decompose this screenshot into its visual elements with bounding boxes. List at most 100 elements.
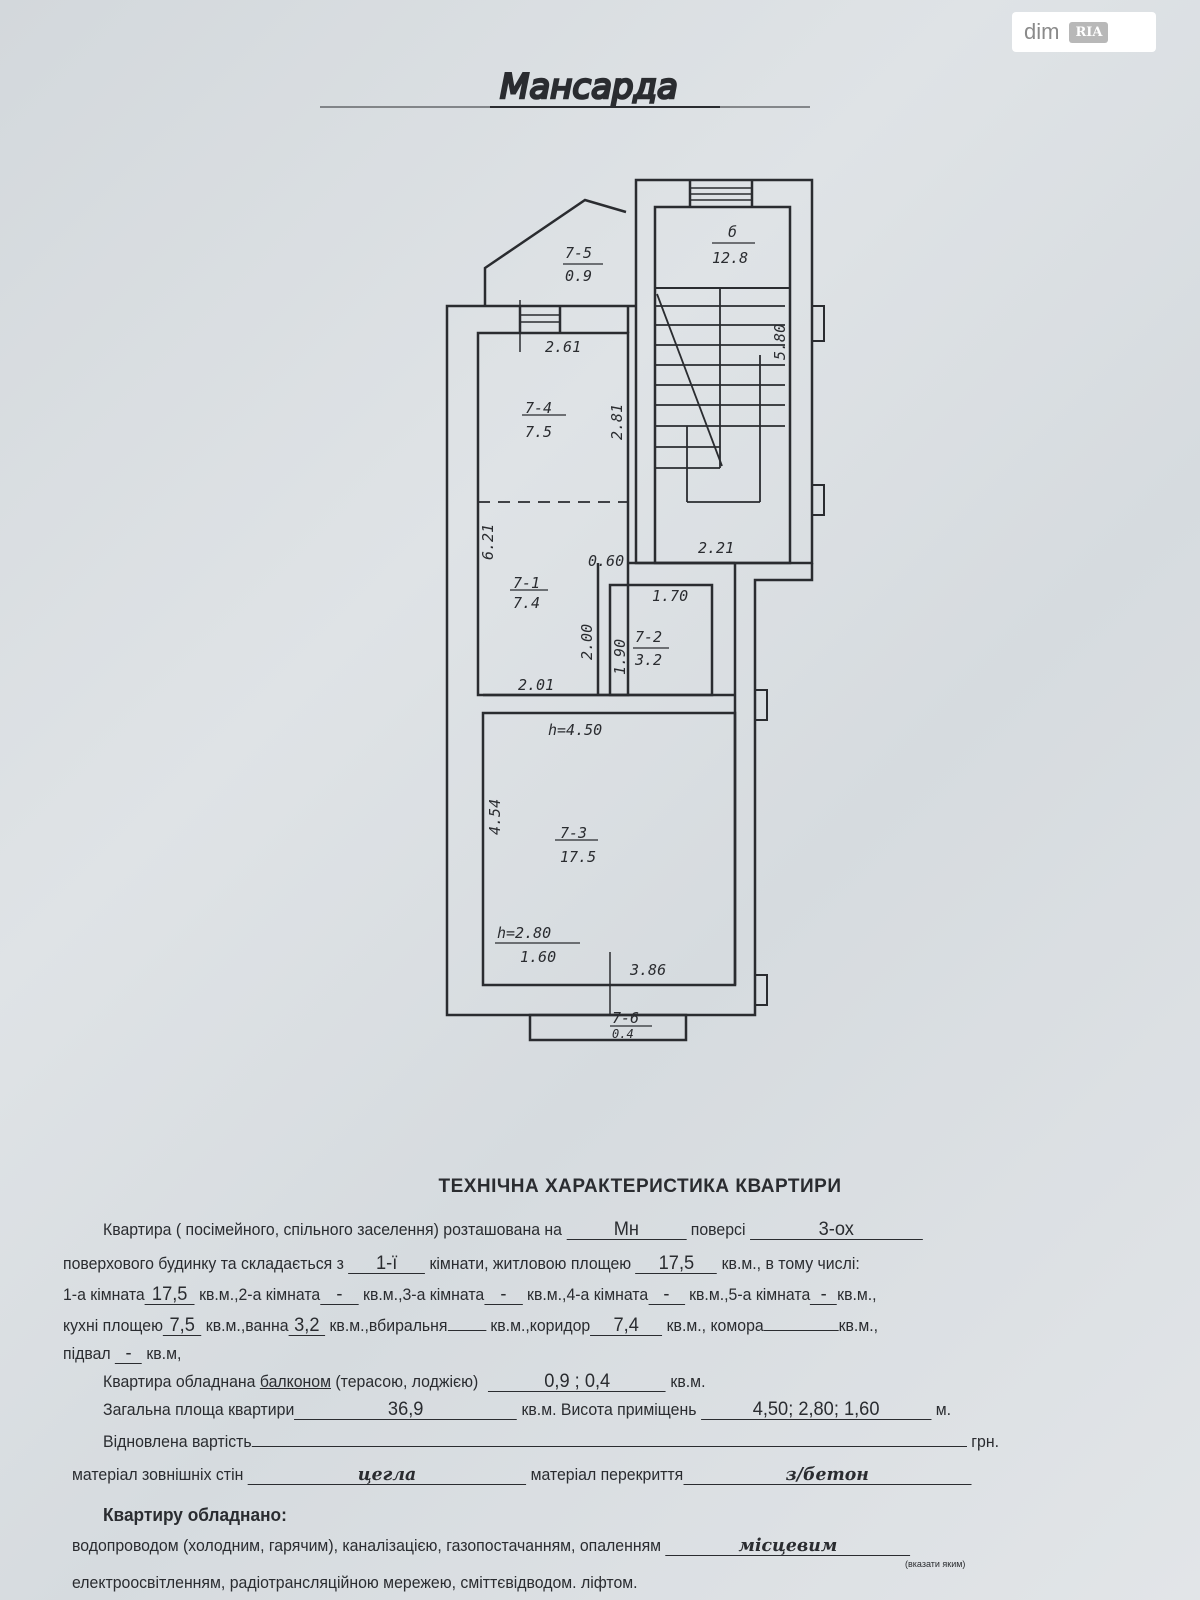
room3-field: - <box>484 1285 523 1305</box>
line-basement: підвал - кв.м, <box>63 1344 181 1364</box>
label: кв.м.,5-а кімната <box>689 1286 811 1304</box>
room-7-5-area: 0.9 <box>565 267 592 285</box>
storage-field <box>763 1330 839 1331</box>
dim-2-81: 2.81 <box>608 404 626 440</box>
dim-0-60: 0.60 <box>588 552 624 570</box>
label: матеріал зовнішніх стін <box>72 1466 244 1484</box>
label: кухні площею <box>63 1317 163 1335</box>
heating-hint: (вказати яким) <box>905 1559 966 1569</box>
room-7-4-area: 7.5 <box>525 423 552 441</box>
room-7-3-area: 17.5 <box>560 848 596 866</box>
label: 1-а кімната <box>63 1286 145 1304</box>
room5-field: - <box>810 1285 838 1305</box>
dim-3-86: 3.86 <box>629 961 666 979</box>
dim-1-90: 1.90 <box>611 639 629 675</box>
line-utilities: водопроводом (холодним, гарячим), каналі… <box>72 1536 911 1556</box>
label: матеріал перекриття <box>530 1466 684 1484</box>
height-4-50: h=4.50 <box>548 721 602 739</box>
dim-2-00: 2.00 <box>578 624 596 660</box>
room-7-2-area: 3.2 <box>634 651 662 669</box>
heating-field: місцевим <box>665 1537 911 1556</box>
rooms-field: 1-ї <box>348 1254 426 1274</box>
watermark-ria: RIA <box>1069 21 1109 43</box>
line-balcony: Квартира обладнана балконом (терасою, ло… <box>103 1372 705 1392</box>
label: балконом <box>259 1373 331 1391</box>
ceiling-field: з/бетон <box>683 1466 972 1485</box>
room2-field: - <box>320 1285 359 1305</box>
walls-field: цегла <box>247 1466 527 1485</box>
corridor-field: 7,4 <box>590 1316 663 1336</box>
living-area-field: 17,5 <box>635 1254 718 1274</box>
label: кв.м. Висота приміщень <box>521 1401 697 1419</box>
stairwell-walls <box>634 178 814 565</box>
plan-title: Мансарда <box>500 67 678 107</box>
floor-field: Мн <box>566 1220 687 1240</box>
equipped-heading: Квартиру обладнано: <box>103 1505 287 1525</box>
line-materials: матеріал зовнішніх стін цегла матеріал п… <box>72 1465 972 1485</box>
section-heading: ТЕХНІЧНА ХАРАКТЕРИСТИКА КВАРТИРИ <box>438 1176 842 1197</box>
line-rooms: поверхового будинку та складається з 1-ї… <box>63 1254 860 1274</box>
room-7-3-id: 7-3 <box>560 824 587 842</box>
kitchen-field: 7,5 <box>162 1316 202 1336</box>
floor-plan: Мансарда <box>320 66 825 1042</box>
bath-field: 3,2 <box>288 1316 326 1336</box>
label: (терасою, лоджією) <box>335 1373 479 1391</box>
label: кв.м.,4-а кімната <box>527 1286 649 1304</box>
dim-2-21: 2.21 <box>698 539 734 557</box>
line-location: Квартира ( посімейного, спільного заселе… <box>103 1220 923 1240</box>
room-7-5-id: 7-5 <box>565 244 592 262</box>
dim-2-01: 2.01 <box>518 676 554 694</box>
label: кв.м., комора <box>666 1317 764 1335</box>
room-7-2-id: 7-2 <box>635 628 662 646</box>
wc-field <box>447 1330 486 1331</box>
label: водопроводом (холодним, гарячим), каналі… <box>72 1537 662 1555</box>
room4-field: - <box>648 1285 685 1305</box>
line-cost: Відновлена вартість грн. <box>103 1432 999 1452</box>
label: м. <box>935 1401 951 1419</box>
label: кв.м., <box>837 1286 877 1304</box>
label: кв.м.,3-а кімната <box>363 1286 485 1304</box>
basement-field: - <box>115 1344 142 1364</box>
room-6-id: б <box>728 223 737 241</box>
room-7-6-id: 7-6 <box>612 1009 639 1027</box>
stairs <box>655 288 785 503</box>
height-2-80: h=2.80 <box>497 924 551 942</box>
label: кв.м.,2-а кімната <box>199 1286 321 1304</box>
label: кв.м. <box>670 1373 706 1391</box>
label: кв.м.,ванна <box>205 1317 289 1335</box>
dim-1-70: 1.70 <box>652 587 688 605</box>
label: Квартира ( посімейного, спільного заселе… <box>103 1221 562 1239</box>
height-1-60: 1.60 <box>520 948 556 966</box>
dim-2-61: 2.61 <box>545 338 581 356</box>
dim-6-21: 6.21 <box>479 524 497 560</box>
storeys-field: 3-ох <box>749 1220 923 1240</box>
total-area-field: 36,9 <box>294 1400 518 1420</box>
label: кв.м., в тому числі: <box>721 1255 860 1273</box>
balcony-outline <box>483 198 627 306</box>
room-7-6-area: 0.4 <box>612 1027 634 1041</box>
cost-field <box>251 1432 967 1447</box>
room-7-1-area: 7.4 <box>513 594 540 612</box>
label: поверхового будинку та складається з <box>63 1255 344 1273</box>
apartment-walls <box>445 300 825 1042</box>
label: кв.м.,коридор <box>490 1317 591 1335</box>
dim-4-54: 4.54 <box>486 799 504 835</box>
room-6-area: 12.8 <box>712 249 748 267</box>
line-utilities-2: електроосвітленням, радіотрансляційною м… <box>72 1574 638 1592</box>
label: кімнати, житловою площею <box>429 1255 632 1273</box>
watermark-dim: dim <box>1024 19 1060 44</box>
room-7-1-id: 7-1 <box>513 574 540 592</box>
label: кв.м, <box>146 1345 182 1363</box>
label: кв.м., <box>838 1317 879 1335</box>
label: Відновлена вартість <box>103 1433 252 1451</box>
room1-field: 17,5 <box>144 1285 195 1305</box>
label: кв.м.,вбиральня <box>329 1317 448 1335</box>
label: поверсі <box>690 1221 746 1239</box>
room-7-4-id: 7-4 <box>525 399 552 417</box>
heights-field: 4,50; 2,80; 1,60 <box>700 1400 932 1420</box>
label: Загальна площа квартири <box>103 1401 295 1419</box>
dim-ria-watermark: dim RIA <box>1012 12 1156 52</box>
